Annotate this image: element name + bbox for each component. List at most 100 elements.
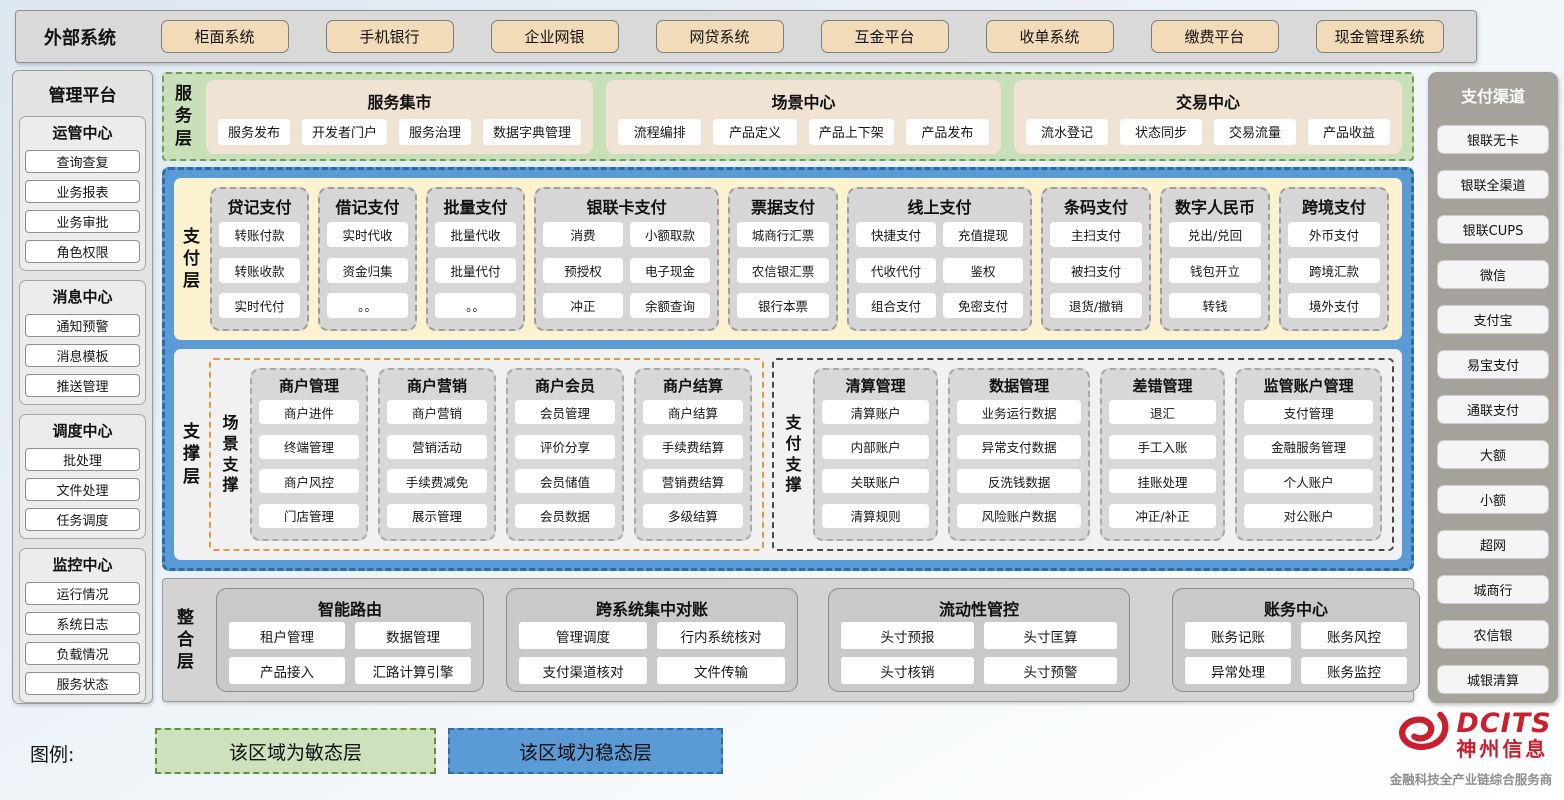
payment-item-2-3: 。。 [327, 293, 408, 318]
management-platform-title: 管理平台 [19, 78, 146, 107]
payment-col-title-3: 批量支付 [435, 194, 516, 218]
payment-col-title-2: 借记支付 [327, 194, 408, 218]
service-item-3-1: 流水登记 [1026, 119, 1108, 145]
psup-item-4-1: 支付管理 [1244, 400, 1373, 424]
scene-item-3-3: 会员储值 [515, 469, 615, 493]
payment-item-2-2: 资金归集 [327, 258, 408, 283]
scene-item-1-1: 商户进件 [259, 400, 359, 424]
scene-support-area: 场景支撑 商户管理 商户进件 终端管理 商户风控 门店管理 商户营销 商户营销 … [209, 358, 764, 551]
payment-col-cross-border: 跨境支付 外币支付 跨境汇款 境外支付 [1279, 187, 1389, 331]
service-group-market: 服务集市 服务发布 开发者门户 服务治理 数据字典管理 [206, 80, 593, 154]
scene-item-1-3: 商户风控 [259, 469, 359, 493]
payment-col-title-6: 线上支付 [856, 194, 1023, 218]
payment-item-4-2: 小额取款 [630, 222, 710, 247]
integration-item-2-3: 支付渠道核对 [519, 657, 647, 684]
payment-item-9-3: 境外支付 [1288, 293, 1380, 318]
service-layer: 服务层 服务集市 服务发布 开发者门户 服务治理 数据字典管理 场景中心 流程编… [162, 72, 1414, 161]
channel-item-10: 超网 [1437, 530, 1549, 559]
payment-channels-panel: 支付渠道 银联无卡 银联全渠道 银联CUPS 微信 支付宝 易宝支付 通联支付 … [1428, 72, 1558, 703]
integration-item-2-1: 管理调度 [519, 622, 647, 649]
payment-item-6-6: 免密支付 [943, 293, 1023, 318]
payment-item-8-3: 转钱 [1169, 293, 1261, 318]
scene-item-2-4: 展示管理 [387, 504, 487, 528]
mgmt-item-4-3: 负载情况 [25, 642, 140, 665]
integration-item-2-4: 文件传输 [657, 657, 785, 684]
psup-item-1-4: 清算规则 [822, 504, 929, 528]
external-system-4: 网贷系统 [656, 20, 784, 53]
integration-item-3-1: 头寸预报 [841, 622, 974, 649]
scene-item-4-4: 多级结算 [643, 504, 743, 528]
service-item-1-3: 服务治理 [399, 119, 471, 145]
service-item-2-4: 产品发布 [906, 119, 989, 145]
psup-item-2-2: 异常支付数据 [957, 435, 1080, 459]
mgmt-group-title-3: 调度中心 [25, 420, 140, 441]
scene-item-2-2: 营销活动 [387, 435, 487, 459]
dcits-logo: DCITS 神州信息 金融科技全产业链综合服务商 [1378, 704, 1564, 788]
integration-group-liquidity: 流动性管控 头寸预报 头寸匡算 头寸核销 头寸预警 [828, 588, 1130, 692]
mgmt-item-4-1: 运行情况 [25, 582, 140, 605]
scene-support-label: 场景支撑 [221, 413, 240, 496]
channel-item-3: 银联CUPS [1437, 215, 1549, 244]
service-layer-label: 服务层 [174, 83, 193, 149]
payment-item-5-3: 银行本票 [737, 293, 829, 318]
integration-group-title-4: 账务中心 [1185, 596, 1407, 620]
payment-item-2-1: 实时代收 [327, 222, 408, 247]
psup-col-clearing: 清算管理 清算账户 内部账户 关联账户 清算规则 [813, 368, 938, 541]
payment-col-online: 线上支付 快捷支付 充值提现 代收代付 鉴权 组合支付 免密支付 [847, 187, 1032, 331]
mgmt-item-2-1: 通知预警 [25, 314, 140, 337]
external-system-2: 手机银行 [326, 20, 454, 53]
external-systems-label: 外部系统 [44, 24, 116, 50]
payment-col-batch: 批量支付 批量代收 批量代付 。。 [426, 187, 525, 331]
external-system-3: 企业网银 [491, 20, 619, 53]
mgmt-item-3-1: 批处理 [25, 448, 140, 471]
scene-col-title-4: 商户结算 [643, 375, 743, 396]
payment-layer: 支付层 贷记支付 转账付款 转账收款 实时代付 借记支付 实时代收 资金归集 。… [174, 178, 1402, 340]
mgmt-item-2-2: 消息模板 [25, 344, 140, 367]
service-group-title-2: 场景中心 [618, 89, 989, 113]
psup-item-4-2: 金融服务管理 [1244, 435, 1373, 459]
channel-item-2: 银联全渠道 [1437, 170, 1549, 199]
payment-layer-label: 支付层 [182, 226, 201, 292]
channel-item-9: 小额 [1437, 485, 1549, 514]
logo-brand-text: DCITS [1456, 710, 1551, 737]
psup-item-3-3: 挂账处理 [1109, 469, 1216, 493]
payment-col-debit: 借记支付 实时代收 资金归集 。。 [318, 187, 417, 331]
psup-col-regulatory-account: 监管账户管理 支付管理 金融服务管理 个人账户 对公账户 [1235, 368, 1382, 541]
payment-item-7-3: 退货/撤销 [1050, 293, 1142, 318]
integration-group-title-3: 流动性管控 [841, 596, 1117, 620]
external-system-1: 柜面系统 [161, 20, 289, 53]
payment-item-9-2: 跨境汇款 [1288, 258, 1380, 283]
mgmt-group-title-4: 监控中心 [25, 554, 140, 575]
service-item-3-3: 交易流量 [1214, 119, 1296, 145]
payment-item-3-2: 批量代付 [435, 258, 516, 283]
payment-item-8-2: 钱包开立 [1169, 258, 1261, 283]
service-item-2-3: 产品上下架 [809, 119, 894, 145]
stable-layer-container: 支付层 贷记支付 转账付款 转账收款 实时代付 借记支付 实时代收 资金归集 。… [162, 167, 1414, 571]
psup-item-4-3: 个人账户 [1244, 469, 1373, 493]
legend-stable-layer: 该区域为稳态层 [448, 728, 723, 774]
service-item-3-4: 产品收益 [1308, 119, 1390, 145]
service-item-3-2: 状态同步 [1120, 119, 1202, 145]
psup-col-title-3: 差错管理 [1109, 375, 1216, 396]
mgmt-group-message: 消息中心 通知预警 消息模板 推送管理 [19, 280, 146, 405]
integration-group-accounting: 账务中心 账务记账 账务风控 异常处理 账务监控 [1172, 588, 1420, 692]
integration-group-title-2: 跨系统集中对账 [519, 596, 785, 620]
payment-item-1-3: 实时代付 [219, 293, 300, 318]
payment-col-unionpay-card: 银联卡支付 消费 小额取款 预授权 电子现金 冲正 余额查询 [534, 187, 719, 331]
scene-item-4-2: 手续费结算 [643, 435, 743, 459]
psup-item-3-2: 手工入账 [1109, 435, 1216, 459]
mgmt-group-operations: 运管中心 查询查复 业务报表 业务审批 角色权限 [19, 116, 146, 271]
scene-item-3-4: 会员数据 [515, 504, 615, 528]
scene-item-3-1: 会员管理 [515, 400, 615, 424]
payment-col-title-4: 银联卡支付 [543, 194, 710, 218]
service-group-title-3: 交易中心 [1026, 89, 1390, 113]
payment-item-6-1: 快捷支付 [856, 222, 936, 247]
psup-col-title-1: 清算管理 [822, 375, 929, 396]
mgmt-item-4-2: 系统日志 [25, 612, 140, 635]
mgmt-group-scheduling: 调度中心 批处理 文件处理 任务调度 [19, 414, 146, 539]
external-system-7: 缴费平台 [1151, 20, 1279, 53]
integration-item-2-2: 行内系统核对 [657, 622, 785, 649]
payment-item-6-3: 代收代付 [856, 258, 936, 283]
integration-item-1-3: 产品接入 [229, 657, 345, 684]
payment-channels-title: 支付渠道 [1437, 81, 1549, 109]
